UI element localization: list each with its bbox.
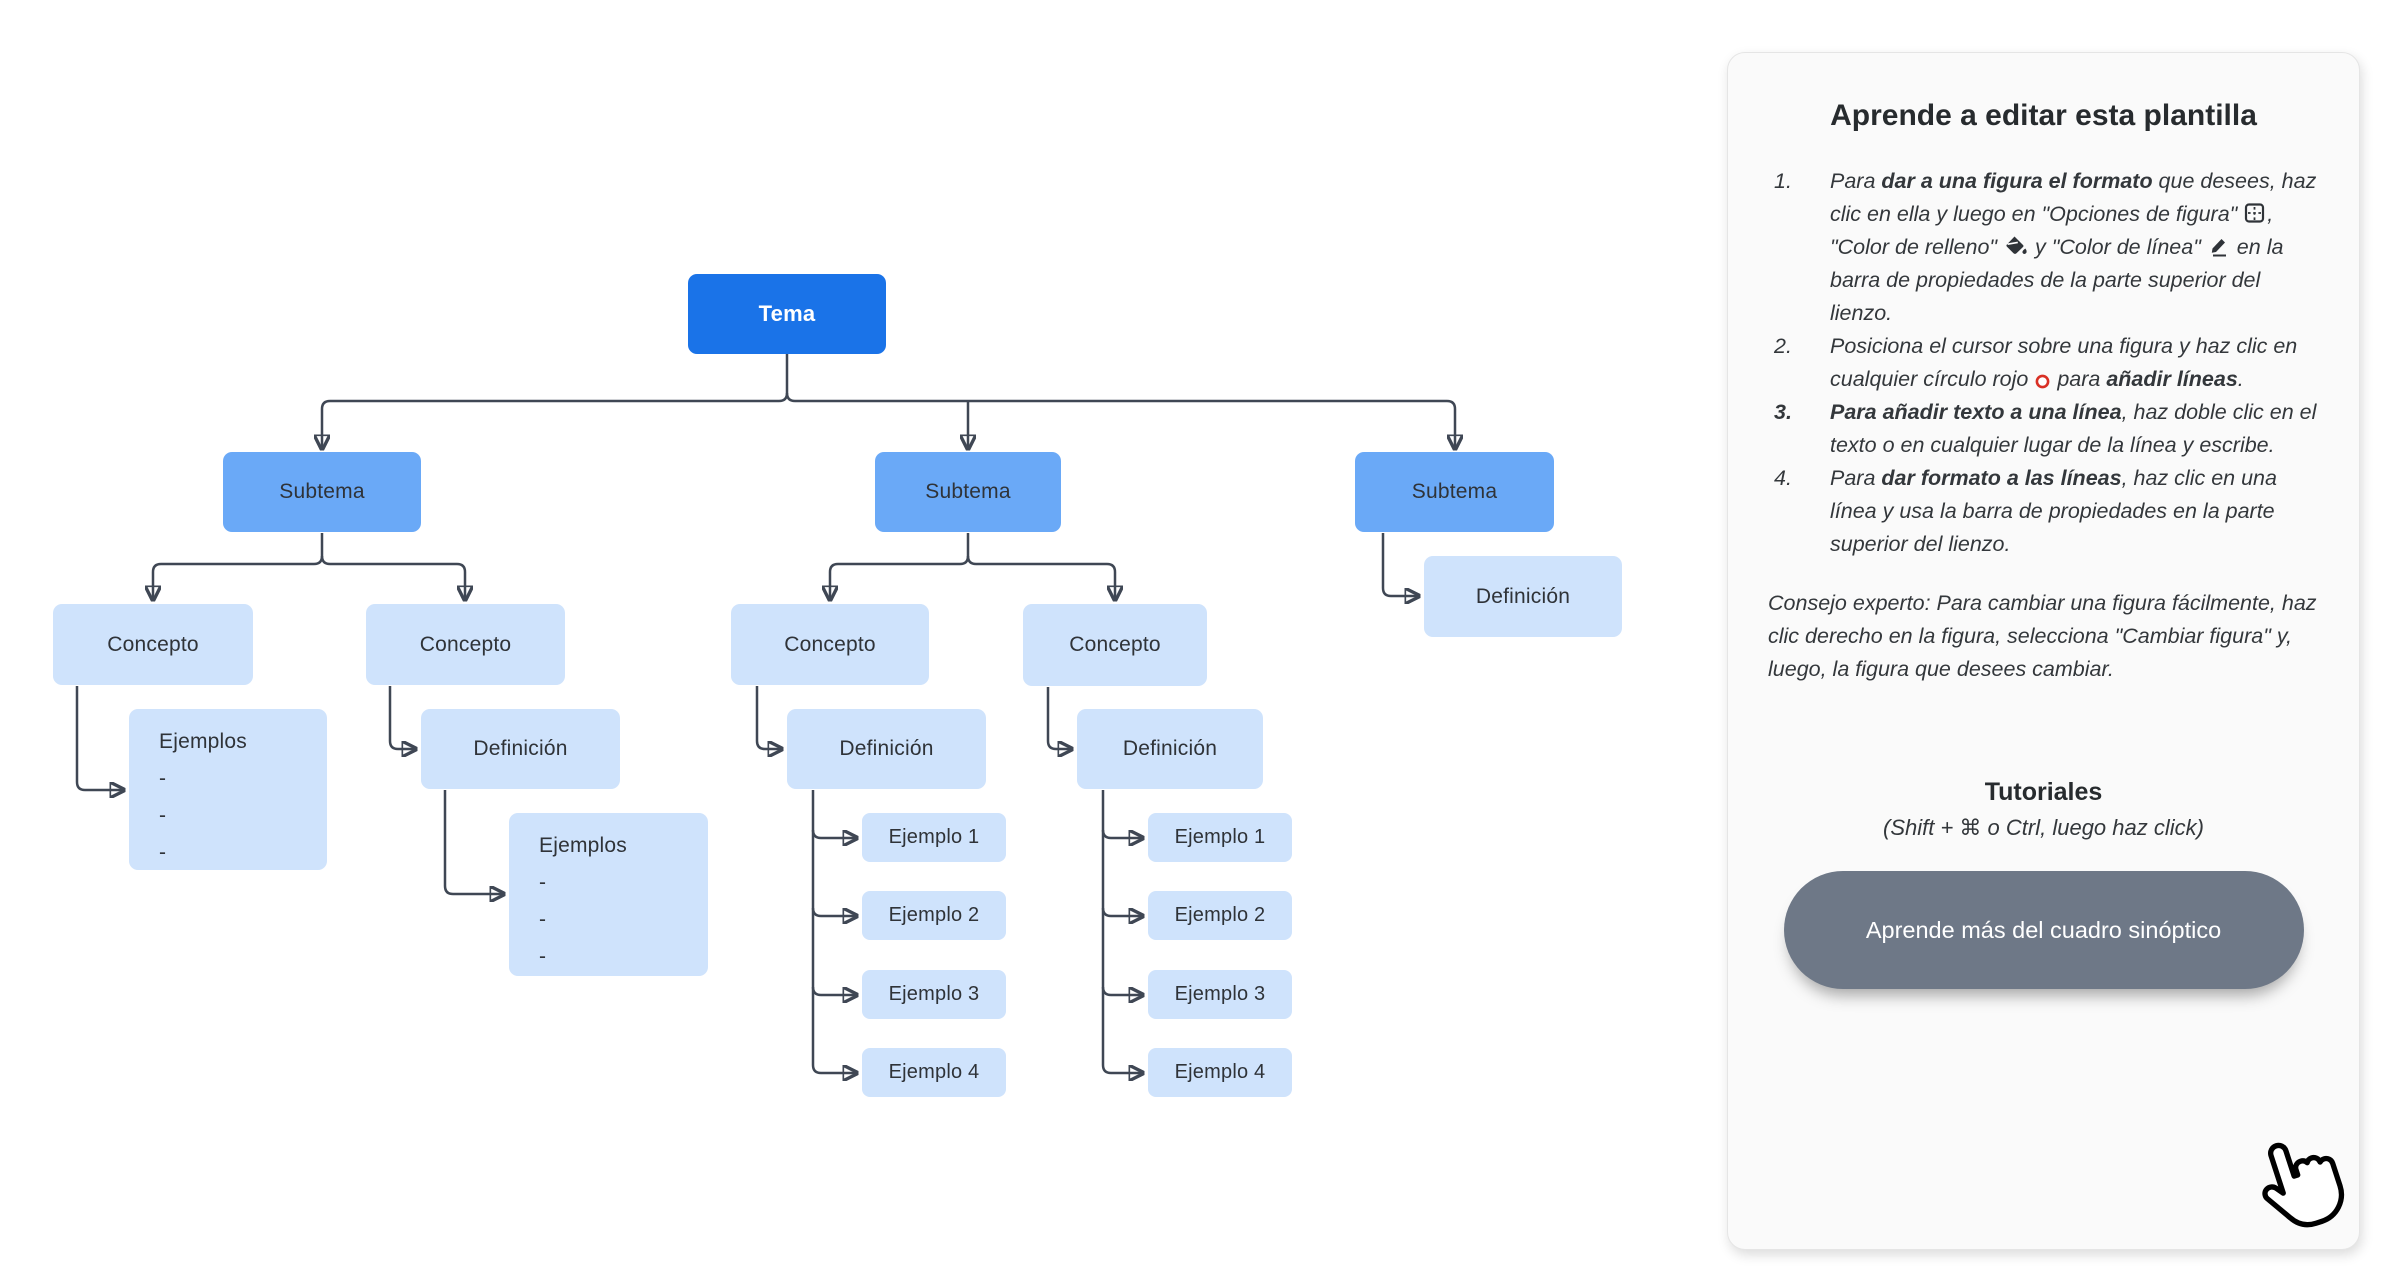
- connector-definicion-m2-ejemplo4[interactable]: [1101, 790, 1142, 1073]
- node-definicion-a[interactable]: Definición: [421, 709, 620, 789]
- step-text: Para dar a una figura el formato que des…: [1830, 169, 2317, 325]
- step-number: 4.: [1774, 466, 1792, 490]
- connector-subtema2-concepto-m1[interactable]: [830, 533, 970, 599]
- shortcut-hint: (Shift + ⌘ o Ctrl, luego haz click): [1883, 815, 2204, 840]
- node-definicion-m2[interactable]: Definición: [1077, 709, 1263, 789]
- node-ejemplo-m2-3[interactable]: Ejemplo 3: [1148, 970, 1292, 1019]
- connector-concepto-m2-definicion[interactable]: [1046, 687, 1071, 749]
- node-subtema-1[interactable]: Subtema: [223, 452, 421, 532]
- node-ejemplo-m2-4[interactable]: Ejemplo 4: [1148, 1048, 1292, 1097]
- expert-tip: Consejo experto: Para cambiar una figura…: [1768, 591, 2317, 681]
- connector-subtema3-definicion[interactable]: [1381, 533, 1418, 596]
- fill-color-icon: [2003, 234, 2029, 258]
- node-definicion-m1[interactable]: Definición: [787, 709, 986, 789]
- connector-definicion-m1-ejemplo4[interactable]: [811, 790, 856, 1073]
- node-concepto-m2[interactable]: Concepto: [1023, 604, 1207, 686]
- panel-title: Aprende a editar esta plantilla: [1830, 99, 2257, 132]
- step-text: Para añadir texto a una línea, haz doble…: [1830, 400, 2317, 457]
- node-ejemplo-m1-2[interactable]: Ejemplo 2: [862, 891, 1006, 940]
- connector-concepto-a1-ejemplos[interactable]: [75, 686, 123, 790]
- instruction-step: 1. Para dar a una figura el formato que d…: [1774, 165, 2319, 330]
- step-number: 1.: [1774, 169, 1792, 193]
- connector-tema-subtema1[interactable]: [322, 354, 789, 448]
- connector-definicion-a-ejemplos[interactable]: [443, 790, 503, 894]
- node-ejemplos-a1[interactable]: Ejemplos---: [129, 709, 327, 870]
- node-ejemplos-a2[interactable]: Ejemplos---: [509, 813, 708, 976]
- connector-subtema2-concepto-m2[interactable]: [966, 555, 1115, 599]
- node-ejemplo-m2-2[interactable]: Ejemplo 2: [1148, 891, 1292, 940]
- tutorials-heading: Tutoriales: [1984, 778, 2103, 806]
- connector-definicion-m2-ejemplo2[interactable]: [1101, 908, 1142, 916]
- line-color-icon: [2207, 234, 2231, 258]
- connector-subtema1-concepto-a2[interactable]: [320, 555, 465, 599]
- instruction-step: 4. Para dar formato a las líneas, haz cli…: [1774, 462, 2319, 561]
- node-subtema-2[interactable]: Subtema: [875, 452, 1061, 532]
- node-tema[interactable]: Tema: [688, 274, 886, 354]
- node-ejemplo-m2-1[interactable]: Ejemplo 1: [1148, 813, 1292, 862]
- node-definicion-r[interactable]: Definición: [1424, 556, 1622, 637]
- step-number: 3.: [1774, 400, 1792, 424]
- connector-subtema1-concepto-a1[interactable]: [153, 533, 324, 599]
- connector-concepto-m1-definicion[interactable]: [755, 686, 781, 749]
- step-text: Para dar formato a las líneas, haz clic …: [1830, 466, 2277, 556]
- connector-definicion-m1-ejemplo2[interactable]: [811, 908, 856, 916]
- connector-tema-subtema3[interactable]: [785, 392, 1455, 448]
- red-circle-icon: [2034, 373, 2051, 390]
- node-ejemplo-m1-3[interactable]: Ejemplo 3: [862, 970, 1006, 1019]
- instruction-steps: 1. Para dar a una figura el formato que d…: [1768, 165, 2319, 561]
- learn-more-button[interactable]: Aprende más del cuadro sinóptico: [1783, 871, 2304, 989]
- node-subtema-3[interactable]: Subtema: [1355, 452, 1554, 532]
- instruction-step: 2. Posiciona el cursor sobre una figura y…: [1774, 330, 2319, 396]
- node-ejemplo-m1-4[interactable]: Ejemplo 4: [862, 1048, 1006, 1097]
- hand-cursor-icon: [2262, 1142, 2344, 1228]
- shape-options-icon: [2243, 201, 2267, 225]
- node-concepto-a1[interactable]: Concepto: [53, 604, 253, 685]
- connector-definicion-m1-ejemplo1[interactable]: [811, 830, 856, 838]
- step-text: Posiciona el cursor sobre una figura y h…: [1830, 334, 2298, 391]
- step-number: 2.: [1774, 334, 1792, 358]
- node-concepto-m1[interactable]: Concepto: [731, 604, 929, 685]
- connector-definicion-m1-ejemplo3[interactable]: [811, 987, 856, 995]
- node-concepto-a2[interactable]: Concepto: [366, 604, 565, 685]
- connector-concepto-a2-definicion[interactable]: [388, 686, 415, 749]
- instructions-panel: Aprende a editar esta plantilla 1. Para d…: [1727, 52, 2360, 1250]
- instruction-step: 3. Para añadir texto a una línea, haz dob…: [1774, 396, 2319, 462]
- node-ejemplo-m1-1[interactable]: Ejemplo 1: [862, 813, 1006, 862]
- connector-definicion-m2-ejemplo1[interactable]: [1101, 830, 1142, 838]
- connector-definicion-m2-ejemplo3[interactable]: [1101, 987, 1142, 995]
